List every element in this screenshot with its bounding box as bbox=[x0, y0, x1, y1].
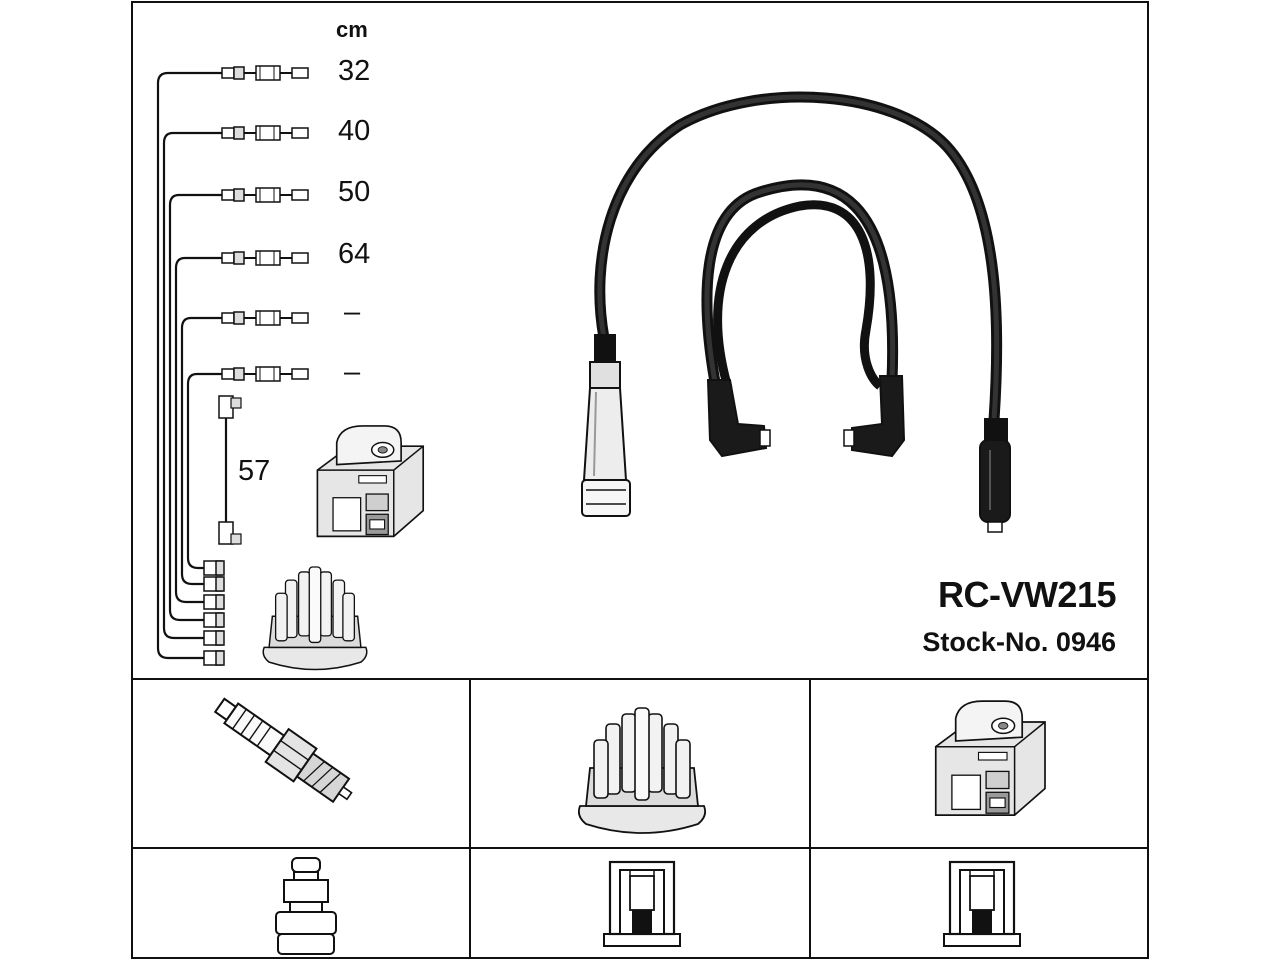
cable-length-5: – bbox=[344, 296, 361, 328]
product-code: RC-VW215 bbox=[937, 574, 1117, 615]
coil-lead-length: 57 bbox=[238, 455, 271, 487]
plug-connectors bbox=[221, 65, 309, 382]
cable-length-4: 64 bbox=[338, 238, 371, 270]
unit-label: cm bbox=[336, 17, 368, 42]
distributor-cap-icon bbox=[577, 707, 707, 834]
cable-length-6: – bbox=[344, 356, 361, 388]
coil-lead bbox=[218, 395, 242, 545]
cable-length-3: 50 bbox=[338, 176, 371, 208]
cap-terminal-icon bbox=[602, 860, 682, 948]
stock-number: Stock-No. 0946 bbox=[922, 627, 1116, 657]
cable-length-2: 40 bbox=[338, 115, 371, 147]
cable-set-illustration bbox=[581, 91, 1011, 533]
ignition-coil-small bbox=[316, 425, 425, 538]
spark-plug-icon bbox=[213, 697, 353, 804]
cap-end-connectors bbox=[203, 560, 225, 666]
ignition-coil-icon bbox=[934, 700, 1046, 816]
cable-bundle bbox=[156, 71, 222, 660]
coil-terminal-icon bbox=[942, 860, 1022, 948]
cable-length-1: 32 bbox=[338, 55, 371, 87]
distributor-cap-small bbox=[262, 566, 368, 671]
frame bbox=[131, 1, 1149, 959]
plug-terminal-icon bbox=[275, 857, 337, 955]
